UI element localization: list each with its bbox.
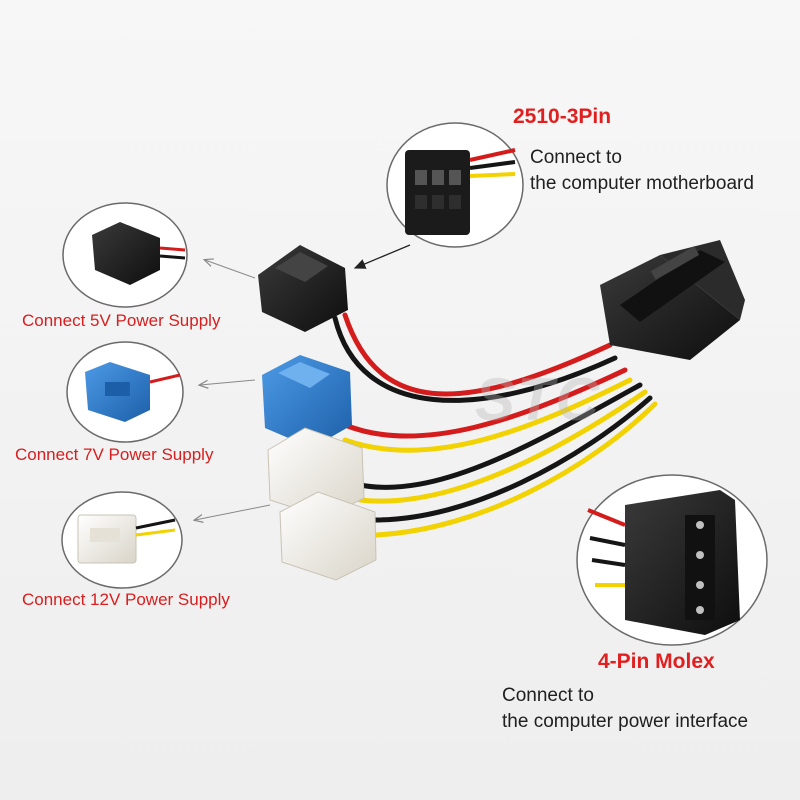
arrow-3pin bbox=[353, 244, 411, 269]
caption-5v: Connect 5V Power Supply bbox=[22, 311, 221, 330]
detail-7v bbox=[66, 341, 184, 443]
detail-3pin bbox=[386, 122, 524, 248]
detail-12v bbox=[61, 491, 183, 589]
caption-12v: Connect 12V Power Supply bbox=[22, 590, 230, 609]
wire-bundle bbox=[332, 312, 658, 538]
detail-molex bbox=[576, 474, 768, 646]
white-fan-connector-1 bbox=[267, 427, 365, 519]
molex-connector bbox=[600, 240, 745, 360]
blue-fan-connector bbox=[262, 355, 352, 448]
power-line1: Connect to bbox=[502, 685, 594, 706]
white-fan-connector-2 bbox=[279, 491, 377, 581]
motherboard-line2: the computer motherboard bbox=[530, 173, 754, 194]
caption-7v: Connect 7V Power Supply bbox=[15, 445, 214, 464]
title-molex: 4-Pin Molex bbox=[598, 650, 715, 673]
watermark: STC bbox=[475, 366, 601, 433]
motherboard-line1: Connect to bbox=[530, 147, 622, 168]
title-3pin: 2510-3Pin bbox=[513, 105, 612, 128]
black-fan-connector bbox=[258, 245, 348, 332]
arrow-7v bbox=[200, 379, 256, 385]
arrow-12v bbox=[195, 504, 271, 520]
arrow-5v bbox=[205, 260, 256, 279]
detail-5v bbox=[62, 202, 188, 308]
power-line2: the computer power interface bbox=[502, 711, 749, 732]
